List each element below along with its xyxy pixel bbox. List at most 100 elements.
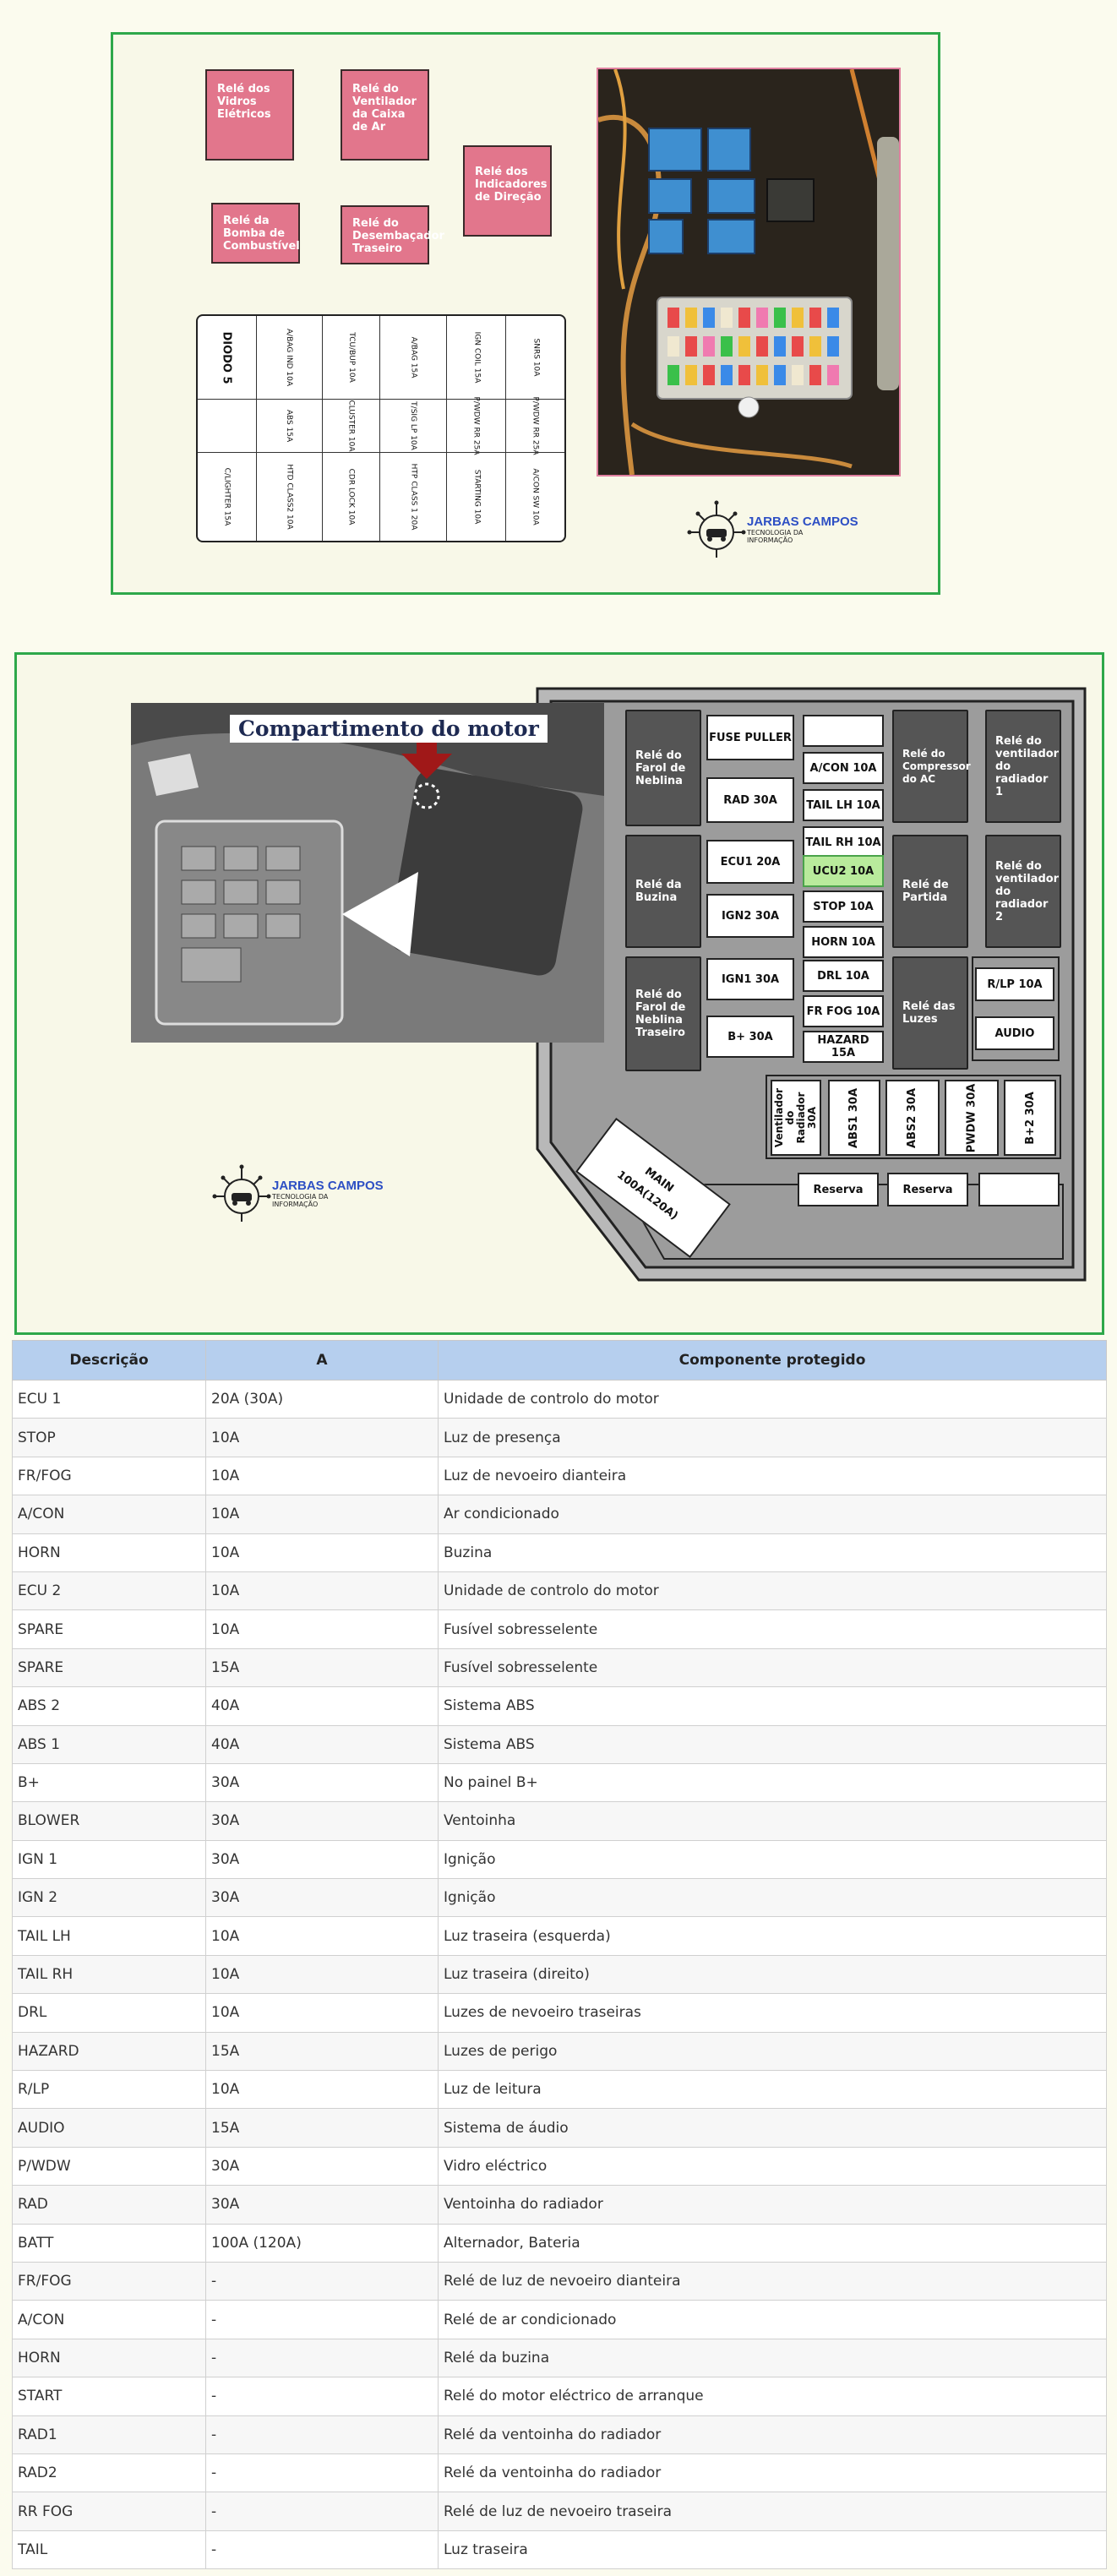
fuse-abs1-label: ABS1 30A [847,1087,861,1148]
cell-componente: Sistema ABS [438,1686,1107,1726]
photo-fuse [792,365,804,385]
cell-componente: Unidade de controlo do motor [438,1379,1107,1419]
logo-engine-circuit-icon [211,1163,272,1223]
fuse-fr-fog: FR FOG 10A [803,995,884,1027]
interior-fusebox-photo [597,68,901,477]
cell-amperagem: 10A [205,1916,439,1956]
cell-descricao: DRL [12,1993,206,2033]
cell-amperagem: - [205,2492,439,2531]
cell-amperagem: 15A [205,2031,439,2072]
cell-amperagem: 20A (30A) [205,1379,439,1419]
photo-fuse [827,336,839,357]
table-row: TAIL-Luz traseira [12,2530,1107,2570]
photo-fuse [792,308,804,328]
cell-componente: Relé da ventoinha do radiador [438,2415,1107,2454]
cell-amperagem: 10A [205,1533,439,1572]
fuse-bplus: B+ 30A [706,1016,794,1058]
relay-vidros: Relé dos Vidros Elétricos [205,69,294,161]
cell-descricao: STOP [12,1418,206,1457]
photo-fuse [827,308,839,328]
fuse-grid-cell: P/WDW RR 25A [506,396,564,455]
cell-descricao: TAIL LH [12,1916,206,1956]
fuse-grid-cell: P/WDW RR 25A [447,396,506,455]
cell-descricao: HORN [12,1533,206,1572]
engine-title: Compartimento do motor [230,715,548,743]
relay-farol-neblina-traseiro: Relé do Farol de Neblina Traseiro [625,956,701,1071]
cell-componente: Relé da buzina [438,2338,1107,2378]
fuse-grid-cell: C/LIGHTER 15A [198,451,256,541]
cell-descricao: IGN 1 [12,1839,206,1880]
cell-amperagem: - [205,2377,439,2416]
cell-amperagem: 10A [205,1456,439,1496]
cell-amperagem: 40A [205,1686,439,1726]
relay-bomba: Relé da Bomba de Combustível [211,203,300,264]
photo-fuse [827,365,839,385]
fuse-abs1: ABS1 30A [828,1080,880,1156]
fusebox-photo-drawing [598,69,899,475]
photo-fuse [774,308,786,328]
cell-amperagem: 10A [205,2070,439,2110]
fuse-ign1: IGN1 30A [706,958,794,1000]
fuse-puller: FUSE PULLER [706,715,794,760]
logo-name: JARBAS CAMPOS [747,514,858,529]
cell-descricao: ABS 1 [12,1724,206,1764]
cell-descricao: START [12,2377,206,2416]
cell-descricao: RR FOG [12,2492,206,2531]
photo-fuse [667,308,679,328]
photo-fuse [809,308,821,328]
cell-amperagem: 10A [205,1571,439,1611]
photo-fuse [721,336,733,357]
fuse-grid-cell: A/CON SW 10A [506,451,564,541]
cell-componente: Alternador, Bateria [438,2223,1107,2263]
cell-descricao: B+ [12,1762,206,1803]
cell-componente: Luz de nevoeiro dianteira [438,1456,1107,1496]
cell-componente: Luz traseira (direito) [438,1954,1107,1995]
cell-componente: Sistema de áudio [438,2108,1107,2148]
fuse-abs2: ABS2 30A [885,1080,940,1156]
relay-compressor: Relé do Compressor do AC [892,710,971,823]
cell-componente: Buzina [438,1533,1107,1572]
cell-descricao: ECU 2 [12,1571,206,1611]
cell-descricao: RAD [12,2185,206,2225]
fuse-b2-label: B+2 30A [1023,1091,1037,1145]
photo-fuse [685,308,697,328]
fuse-ecu1: ECU1 20A [706,840,794,884]
cell-amperagem: - [205,2300,439,2339]
cell-componente: Luzes de perigo [438,2031,1107,2072]
fuse-grid-cell: HTD CLASS2 10A [256,451,322,541]
cell-descricao: A/CON [12,1495,206,1534]
fuse-vent-radiador-label: Ventilador do Radiador 30A [773,1087,818,1148]
relay-vent-radiador-1: Relé do ventilador do radiador 1 [985,710,1061,823]
cell-componente: Fusível sobresselente [438,1647,1107,1688]
cell-componente: Luzes de nevoeiro traseiras [438,1993,1107,2033]
relay-farol-neblina: Relé do Farol de Neblina [625,710,701,826]
cell-componente: Relé de ar condicionado [438,2300,1107,2339]
cell-amperagem: 30A [205,2185,439,2225]
logo-engine: JARBAS CAMPOS TECNOLOGIA DA INFORMAÇÃO [211,1163,384,1223]
fuse-horn: HORN 10A [803,926,884,958]
fuse-acon: A/CON 10A [803,752,884,784]
photo-fuse [685,336,697,357]
photo-fuse [792,336,804,357]
fuse-reserva-1: Reserva [798,1173,879,1206]
cell-descricao: SPARE [12,1647,206,1688]
fuse-grid-cell: STARTING 10A [447,451,506,541]
photo-fuse [756,365,768,385]
fuse-vent-radiador: Ventilador do Radiador 30A [771,1080,821,1156]
fuse-pwdw-label: PWDW 30A [965,1083,978,1152]
photo-fuse [685,365,697,385]
photo-fuse [809,365,821,385]
